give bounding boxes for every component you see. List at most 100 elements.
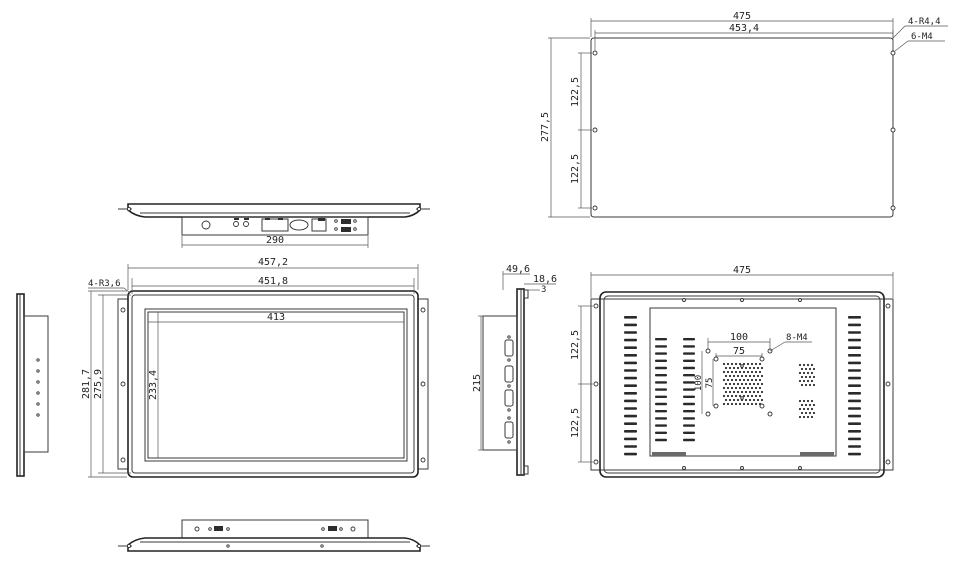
- vent-dot: [808, 375, 812, 379]
- vent-slot: [624, 430, 637, 433]
- vent-dot: [754, 386, 758, 390]
- rear-upper-spacing-label: 122,5: [570, 330, 581, 360]
- vent-slot: [624, 369, 637, 372]
- vent-dot: [756, 390, 760, 394]
- vent-dot: [724, 390, 728, 394]
- vent-dot: [810, 407, 814, 411]
- vent-dot: [758, 378, 762, 382]
- vent-slot: [655, 410, 667, 413]
- vent-dot: [750, 402, 754, 406]
- vent-dot: [738, 370, 742, 374]
- rear-width-label: 475: [733, 265, 751, 276]
- vent-slot: [655, 366, 667, 370]
- vent-dot: [730, 362, 734, 366]
- vent-dot: [760, 374, 764, 378]
- back-plate-hole-width-label: 453,4: [729, 23, 759, 34]
- vent-dot: [728, 390, 732, 394]
- left-side-view: [16, 293, 49, 477]
- vent-slot: [848, 399, 861, 403]
- vent-slot: [848, 316, 861, 319]
- vent-dot: [758, 394, 762, 398]
- back-plate-view: 475 453,4 4-R4,4 6-M4 277,5 122,5 122,5: [540, 11, 948, 218]
- vent-dot: [734, 402, 738, 406]
- vent-slot: [683, 424, 695, 427]
- vent-dot: [742, 386, 746, 390]
- vent-slot: [683, 359, 695, 362]
- vent-dot: [802, 363, 806, 367]
- vent-dot: [730, 378, 734, 382]
- vent-dot: [742, 402, 746, 406]
- vent-dot: [798, 371, 802, 375]
- front-radius-callout: 4-R3,6: [88, 279, 121, 289]
- rear-vesa-inner-v-label: 75: [705, 378, 715, 389]
- vent-dot: [744, 382, 748, 386]
- vent-slot: [848, 452, 861, 456]
- vent-dot: [802, 399, 806, 403]
- side-bracket-offset-label: 3: [541, 285, 546, 295]
- vent-slot: [624, 422, 637, 425]
- front-outer-width-label: 457,2: [258, 257, 288, 268]
- rear-view: 475 122,5 122,5 100 75 8-M4 100 75: [570, 265, 894, 478]
- vent-dot: [748, 374, 752, 378]
- vent-dot: [758, 362, 762, 366]
- vent-slot: [624, 376, 637, 380]
- vent-dot: [742, 370, 746, 374]
- vent-dot: [808, 411, 812, 415]
- vent-dot: [738, 362, 742, 366]
- rear-vesa-outer-v-label: 100: [694, 375, 704, 391]
- vent-dot: [734, 386, 738, 390]
- vent-dot: [750, 394, 754, 398]
- front-outer-height-label: 281,7: [81, 369, 92, 399]
- vent-dot: [746, 378, 750, 382]
- vent-slot: [848, 414, 861, 418]
- vent-dot: [812, 403, 816, 407]
- vent-dot: [742, 378, 746, 382]
- front-bezel-width-label: 451,8: [258, 276, 288, 287]
- vent-slot: [848, 331, 861, 334]
- vent-dot: [744, 366, 748, 370]
- vent-dot: [748, 366, 752, 370]
- vent-dot: [744, 390, 748, 394]
- back-plate-upper-spacing-label: 122,5: [570, 77, 581, 107]
- vent-slot: [683, 438, 695, 442]
- vent-dot: [810, 415, 814, 419]
- vent-slot: [655, 381, 667, 384]
- vent-dot: [810, 363, 814, 367]
- vent-slot: [683, 417, 695, 420]
- vent-dot: [732, 374, 736, 378]
- vent-dot: [726, 362, 730, 366]
- vent-dot: [738, 394, 742, 398]
- vent-dot: [722, 386, 726, 390]
- vent-dot: [730, 370, 734, 374]
- vent-dot: [750, 362, 754, 366]
- vent-slot: [683, 381, 695, 384]
- vent-dot: [730, 394, 734, 398]
- vent-dot: [806, 407, 810, 411]
- rear-vesa-outer-label: 100: [730, 332, 748, 343]
- vent-slot: [848, 407, 861, 410]
- bottom-view: [118, 519, 430, 552]
- vent-dot: [738, 402, 742, 406]
- vent-dot: [756, 366, 760, 370]
- top-view: 290: [118, 203, 430, 248]
- rear-vent-right: [848, 316, 861, 456]
- vent-dot: [746, 394, 750, 398]
- vent-dot: [752, 382, 756, 386]
- vent-dot: [810, 399, 814, 403]
- vent-dot: [738, 386, 742, 390]
- vent-dot: [798, 407, 802, 411]
- vent-dot: [722, 378, 726, 382]
- vent-dot: [722, 370, 726, 374]
- side-depth-label: 49,6: [506, 264, 530, 275]
- vent-dot: [748, 382, 752, 386]
- back-plate-lower-spacing-label: 122,5: [570, 154, 581, 184]
- vent-dot: [746, 386, 750, 390]
- vent-dot: [754, 402, 758, 406]
- vent-dot: [754, 394, 758, 398]
- vent-slot: [624, 437, 637, 441]
- vent-dot: [808, 403, 812, 407]
- vent-dot: [730, 386, 734, 390]
- vent-dot: [804, 411, 808, 415]
- vent-dot: [806, 399, 810, 403]
- vent-dot: [806, 379, 810, 383]
